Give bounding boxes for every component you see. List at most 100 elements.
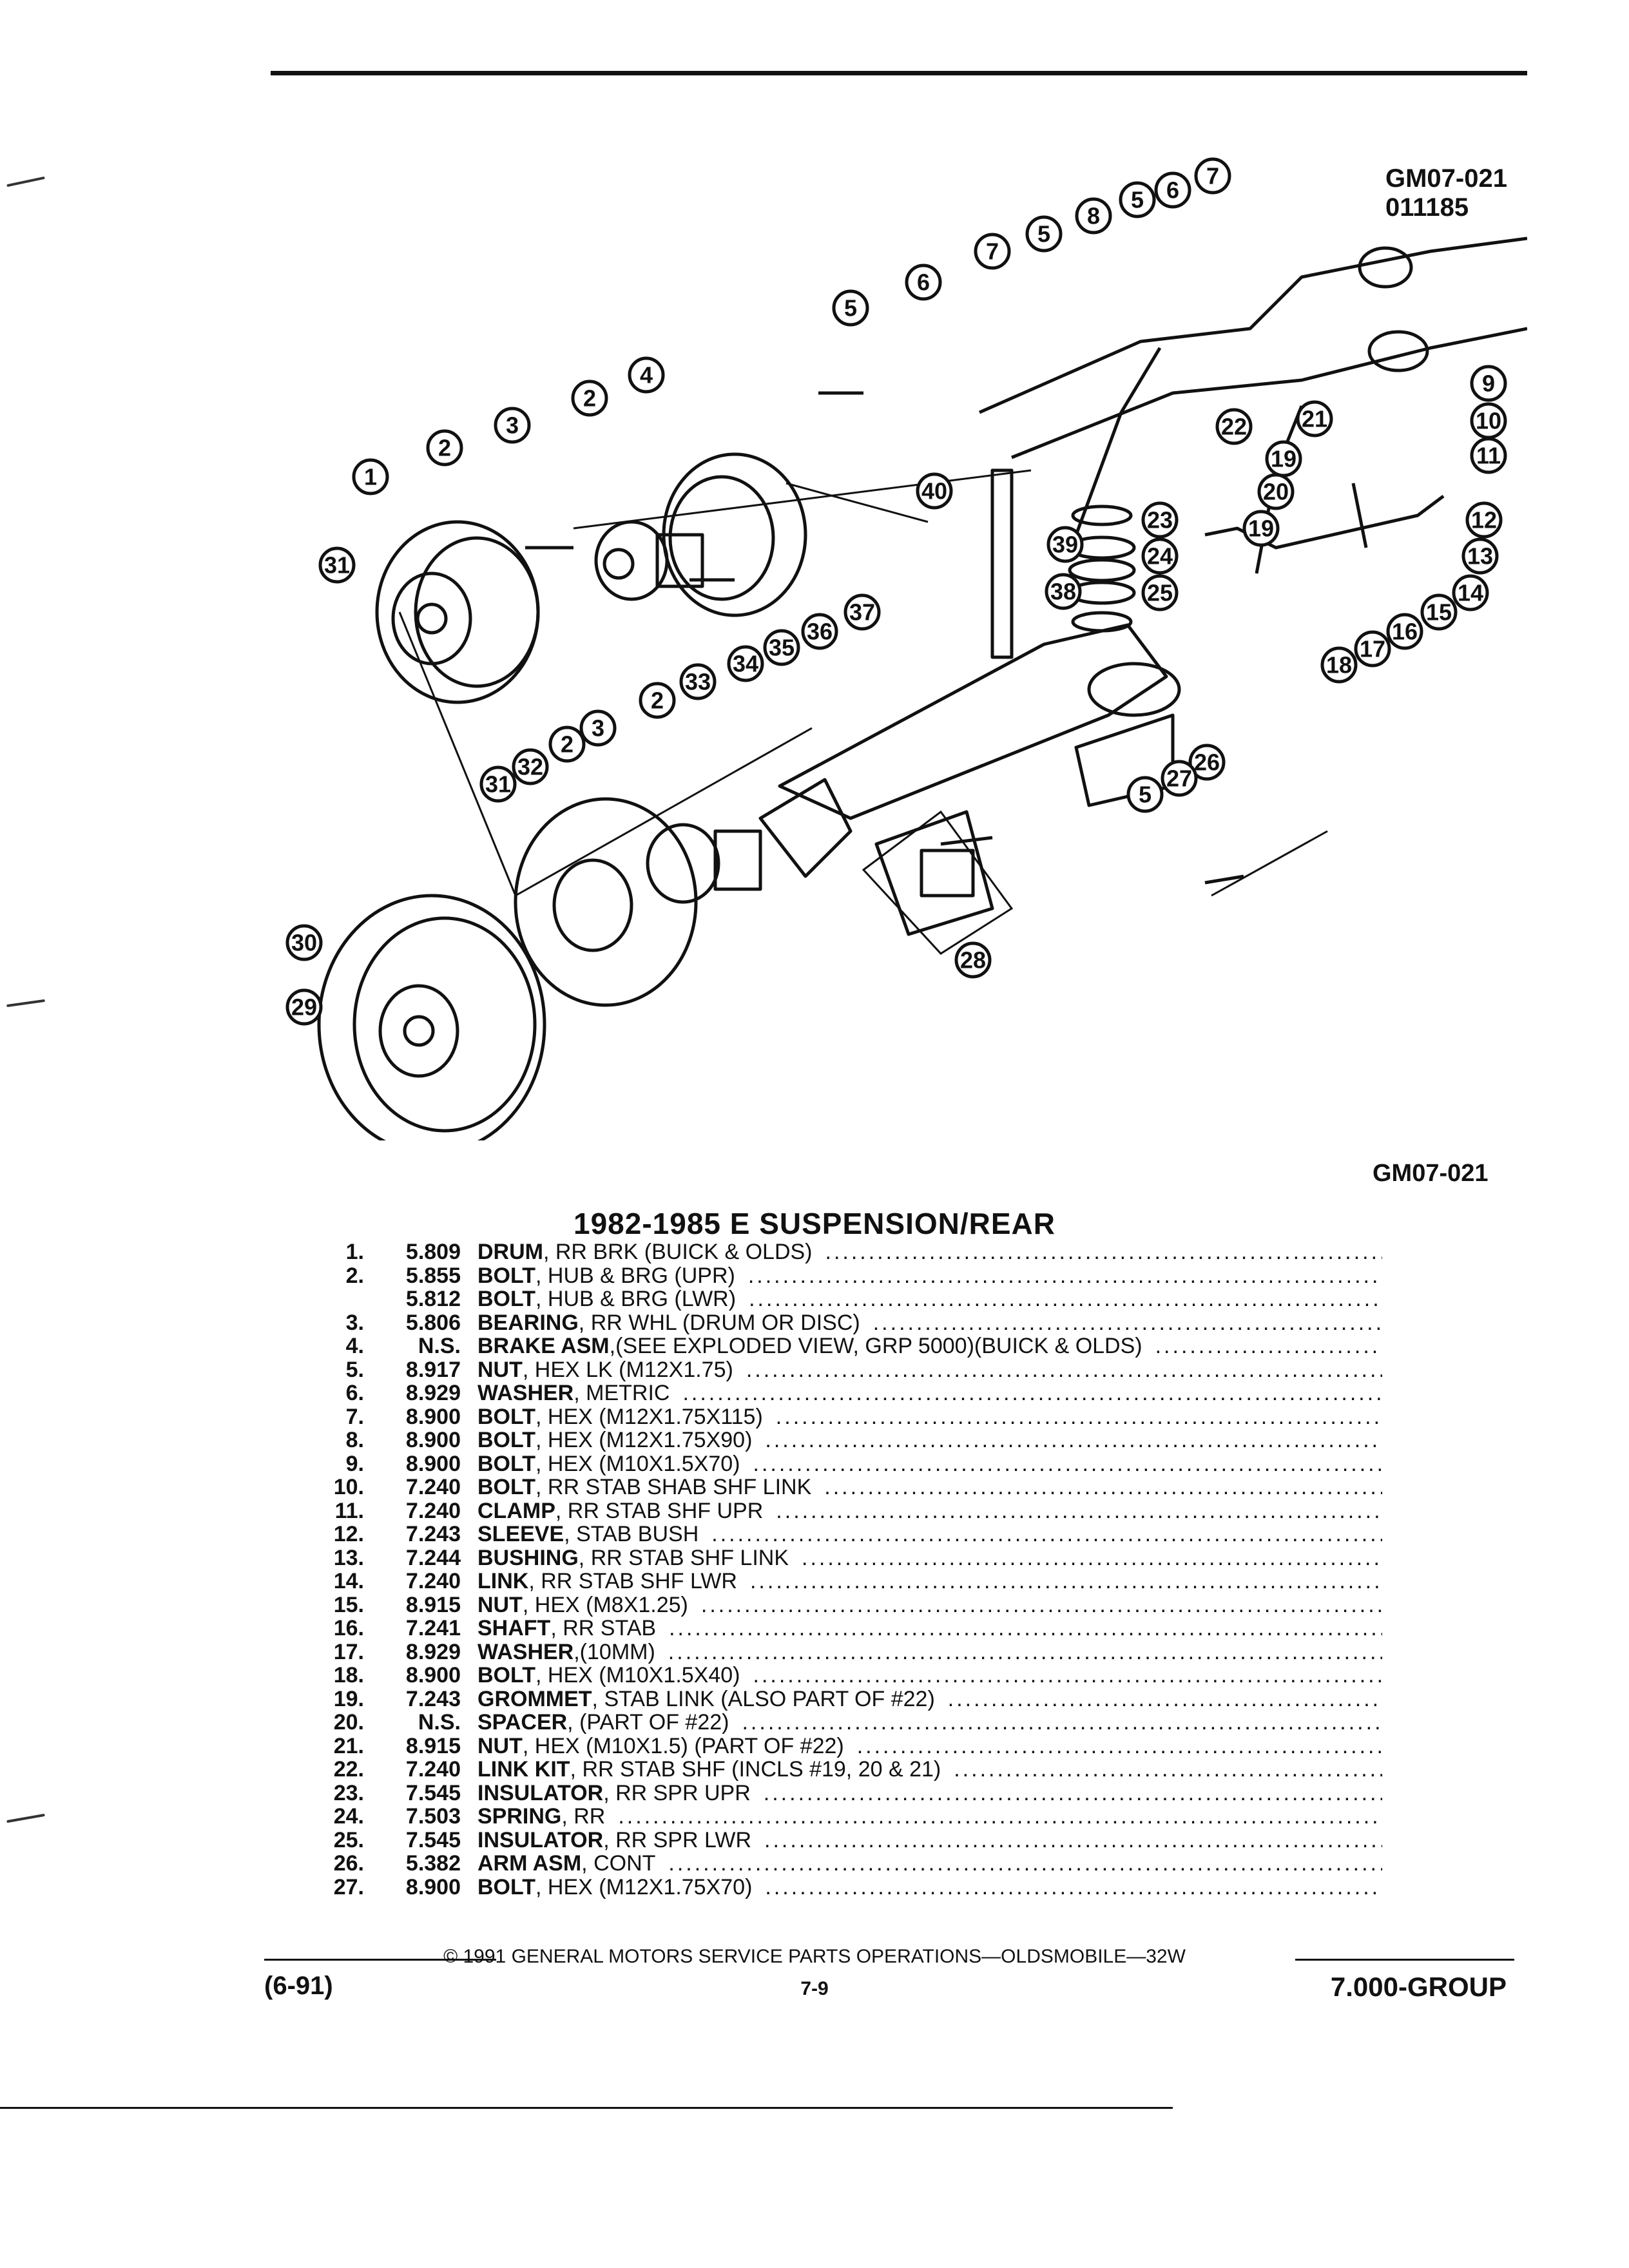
part-number: 15. [333,1592,364,1617]
part-name: INSULATOR [477,1827,604,1852]
part-number: 24. [333,1804,364,1829]
part-code: 5.382 [405,1851,461,1876]
part-code: 5.812 [405,1287,461,1311]
figure-code-top: GM07-021 [1385,164,1507,193]
callout-30: 30 [285,924,323,961]
svg-text:16: 16 [1392,619,1418,645]
part-number: 2. [345,1263,364,1288]
callout-27: 27 [1161,760,1198,797]
part-number: 8. [345,1428,364,1452]
svg-text:32: 32 [517,754,543,780]
callout-9: 9 [1470,365,1507,402]
dot-leader [776,1405,1382,1429]
part-name: DRUM [477,1240,543,1264]
callout-6-b: 6 [1154,171,1191,209]
svg-text:8: 8 [1087,203,1100,229]
callout-17: 17 [1354,630,1391,668]
callout-40: 40 [916,472,953,510]
dot-leader [682,1381,1382,1405]
part-description: , HEX (M8X1.25) [522,1592,688,1617]
dot-leader [711,1523,1382,1546]
top-rule [271,71,1527,75]
footer-copyright: © 1991 GENERAL MOTORS SERVICE PARTS OPER… [443,1946,1186,1967]
callout-18: 18 [1320,646,1358,684]
svg-text:33: 33 [685,669,711,695]
callout-37: 37 [843,593,881,631]
footer-page-number: 7-9 [800,1978,829,1999]
part-description: , RR [561,1804,606,1829]
part-description: , HUB & BRG (UPR) [535,1263,735,1288]
part-number: 12. [333,1522,364,1546]
part-number: 18. [333,1663,364,1687]
parts-list-row: 20.N.S.SPACER, (PART OF #22) [325,1711,1382,1735]
part-description: , RR STAB SHAB SHF LINK [535,1475,812,1499]
footer-date-code: (6-91) [264,1972,333,2000]
callout-2-d: 2 [639,682,676,719]
part-description: , STAB BUSH [564,1522,699,1546]
svg-text:11: 11 [1476,443,1501,469]
part-name: BOLT [477,1663,536,1687]
part-description: , RR STAB SHF LINK [578,1545,789,1570]
part-name: BOLT [477,1874,536,1899]
svg-text:35: 35 [769,635,795,661]
part-description: , HEX (M10X1.5) (PART OF #22) [522,1733,844,1758]
callout-23: 23 [1141,501,1179,539]
exploded-suspension-diagram: 1 2 3 2 4 5 6 7 5 8 5 6 7 9 10 11 12 13 … [285,157,1527,1140]
svg-text:37: 37 [849,599,875,626]
part-description: , RR STAB SHF (INCLS #19, 20 & 21) [570,1757,941,1782]
edge-mark [6,176,45,187]
part-name: CLAMP [477,1498,555,1523]
part-name: NUT [477,1592,523,1617]
callout-29: 29 [285,988,323,1026]
svg-text:34: 34 [733,651,758,677]
footer-group: 7.000-GROUP [1330,1972,1507,2002]
svg-text:10: 10 [1476,408,1501,434]
dot-leader [765,1428,1382,1452]
callout-4: 4 [628,356,665,394]
callout-24: 24 [1141,537,1179,575]
part-description: , HEX (M12X1.75X70) [535,1874,753,1899]
callout-1: 1 [352,458,389,495]
dot-leader [1155,1334,1382,1358]
part-code: 5.806 [405,1310,461,1335]
callout-2-upper: 2 [571,380,608,417]
part-number: 20. [333,1710,364,1735]
svg-text:18: 18 [1326,652,1352,678]
part-name: NUT [477,1733,523,1758]
part-description: , METRIC [574,1381,670,1405]
callout-8: 8 [1075,197,1112,235]
part-description: , RR SPR LWR [603,1827,752,1852]
dot-leader [765,1876,1382,1899]
svg-text:22: 22 [1221,414,1247,440]
part-description: , HEX (M12X1.75X115) [535,1404,763,1429]
part-code: 8.915 [405,1733,461,1758]
part-number: 4. [345,1334,364,1358]
part-code: 8.900 [405,1663,461,1687]
part-number: 10. [333,1475,364,1499]
part-code: 7.240 [405,1757,461,1782]
svg-text:2: 2 [438,435,451,461]
callout-22: 22 [1215,408,1253,445]
part-description: , HEX (M10X1.5X40) [535,1663,740,1687]
callout-3: 3 [494,407,531,444]
svg-text:9: 9 [1482,370,1495,397]
part-code: N.S. [418,1710,461,1735]
callout-19-b: 19 [1242,510,1280,547]
svg-text:26: 26 [1194,749,1220,776]
part-code: 7.243 [405,1686,461,1711]
